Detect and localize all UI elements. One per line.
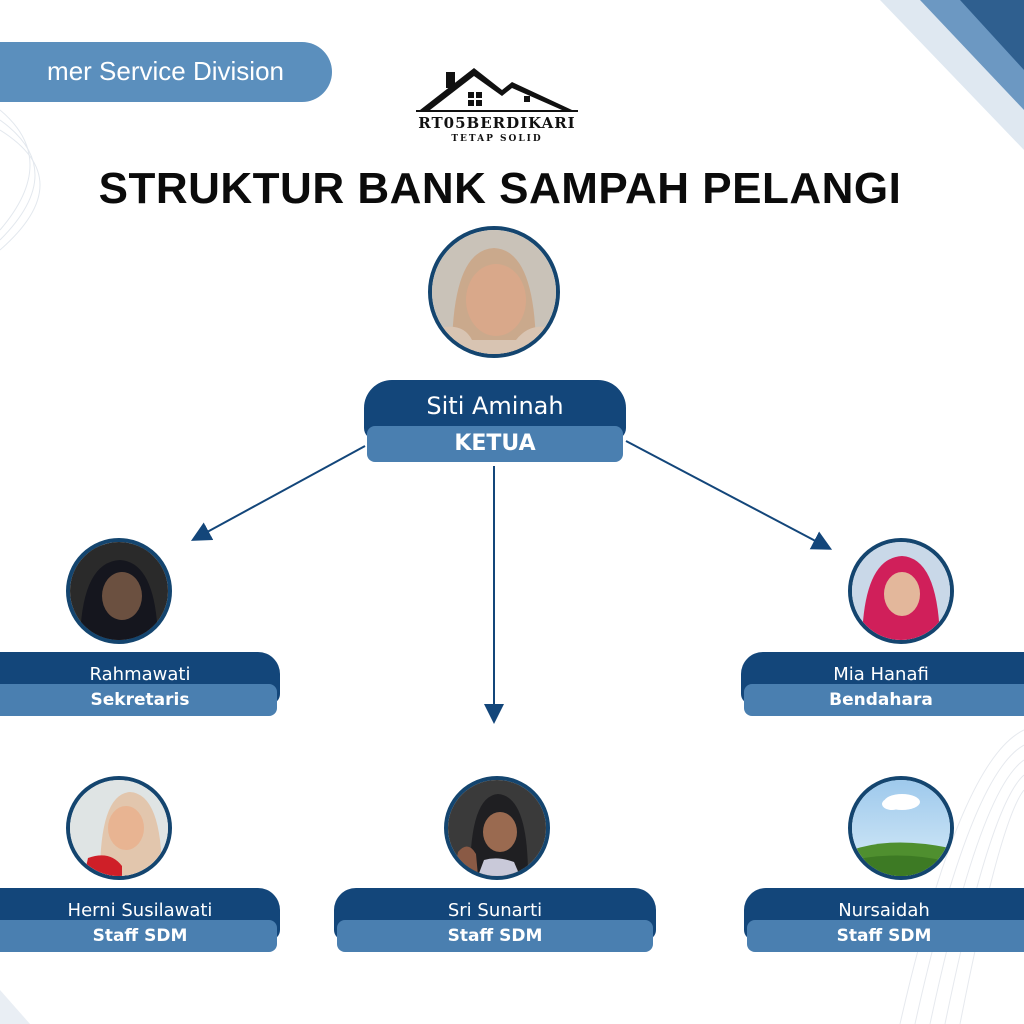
avatar-sekretaris <box>66 538 172 644</box>
role-box: Staff SDM <box>337 920 653 952</box>
staff-sri-name: Sri Sunarti <box>447 900 543 921</box>
avatar-bendahara <box>848 538 954 644</box>
person-photo-icon <box>432 230 556 354</box>
staff-sri-role: Staff SDM <box>447 926 543 946</box>
logo-name: RT05BERDIKARI <box>418 114 576 132</box>
card-staff-herni: Herni Susilawati Staff SDM <box>0 888 280 954</box>
card-ketua: Siti Aminah KETUA <box>364 380 626 464</box>
division-label: mer Service Division <box>47 56 284 86</box>
staff-nursaidah-role: Staff SDM <box>836 926 932 946</box>
avatar-staff-sri <box>444 776 550 880</box>
ketua-name: Siti Aminah <box>426 392 564 420</box>
card-staff-sri: Sri Sunarti Staff SDM <box>334 888 656 954</box>
avatar-ketua <box>428 226 560 358</box>
card-sekretaris: Rahmawati Sekretaris <box>0 652 280 718</box>
person-photo-icon <box>70 542 168 640</box>
house-icon <box>416 68 578 112</box>
role-box: Staff SDM <box>0 920 277 952</box>
page-title: STRUKTUR BANK SAMPAH PELANGI <box>98 164 902 213</box>
division-badge: mer Service Division <box>0 42 332 102</box>
staff-herni-role: Staff SDM <box>92 926 188 946</box>
card-staff-nursaidah: Nursaidah Staff SDM <box>744 888 1024 954</box>
sekretaris-role: Sekretaris <box>90 690 190 710</box>
avatar-staff-nursaidah <box>848 776 954 880</box>
connector-bendahara <box>625 440 833 550</box>
sekretaris-name: Rahmawati <box>89 664 191 685</box>
bendahara-name: Mia Hanafi <box>833 664 929 685</box>
role-box: Bendahara <box>744 684 1024 716</box>
card-bendahara: Mia Hanafi Bendahara <box>741 652 1024 718</box>
person-photo-icon <box>448 780 546 876</box>
logo: RT05BERDIKARI TETAP SOLID <box>412 64 582 154</box>
role-box: KETUA <box>367 426 623 462</box>
staff-herni-name: Herni Susilawati <box>67 900 213 921</box>
person-photo-icon <box>70 780 168 876</box>
logo-tagline: TETAP SOLID <box>451 134 543 144</box>
role-box: Sekretaris <box>0 684 277 716</box>
avatar-staff-herni <box>66 776 172 880</box>
staff-nursaidah-name: Nursaidah <box>838 900 930 921</box>
connector-sekretaris <box>190 445 366 541</box>
role-box: Staff SDM <box>747 920 1024 952</box>
person-photo-icon <box>852 542 950 640</box>
ketua-role: KETUA <box>454 431 536 456</box>
placeholder-landscape-icon <box>852 780 950 876</box>
bendahara-role: Bendahara <box>829 690 933 710</box>
